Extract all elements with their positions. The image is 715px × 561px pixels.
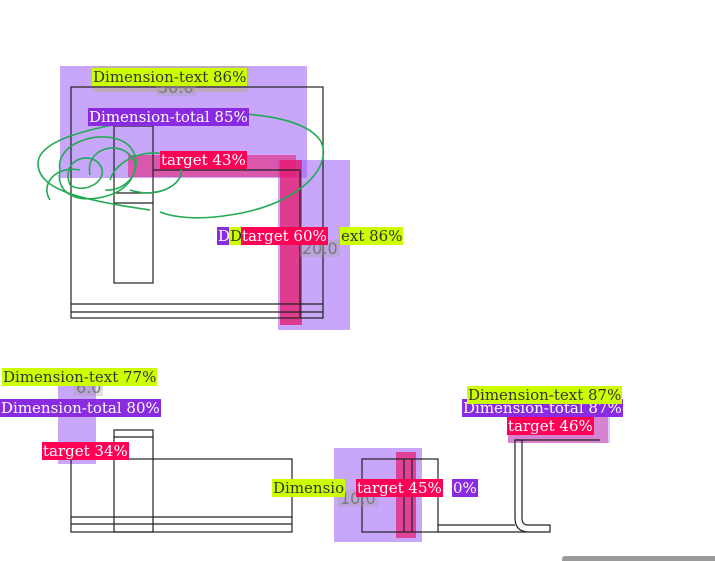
scribble-stroke (46, 168, 81, 201)
detection-label: target 43% (160, 151, 247, 169)
detection-label: Dimension-text 77% (2, 368, 158, 386)
top-outline (70, 86, 324, 319)
detection-label: D (229, 227, 241, 245)
scribble-stroke (67, 157, 103, 190)
detection-label: D (217, 227, 229, 245)
detection-label: target 45% (356, 479, 443, 497)
bent-profile (438, 439, 551, 533)
detection-label: Dimensio (272, 479, 346, 497)
bottom-left-slot (113, 429, 154, 533)
scribble-stroke (88, 147, 136, 191)
detection-label: Dimension-total 80% (0, 399, 161, 417)
detection-label: target 34% (42, 442, 129, 460)
horizontal-scrollbar[interactable] (562, 556, 715, 561)
bottom-left-outline (70, 458, 293, 533)
detection-label: ext 86% (340, 227, 404, 245)
detection-label: Dimension-text 87% (467, 386, 623, 404)
detection-label: Dimension-total 85% (88, 108, 249, 126)
detection-label: Dimension-text 86% (92, 68, 248, 86)
detection-label: target 60% (241, 227, 328, 245)
detection-label: target 46% (507, 417, 594, 435)
detection-label: 0% (452, 479, 478, 497)
